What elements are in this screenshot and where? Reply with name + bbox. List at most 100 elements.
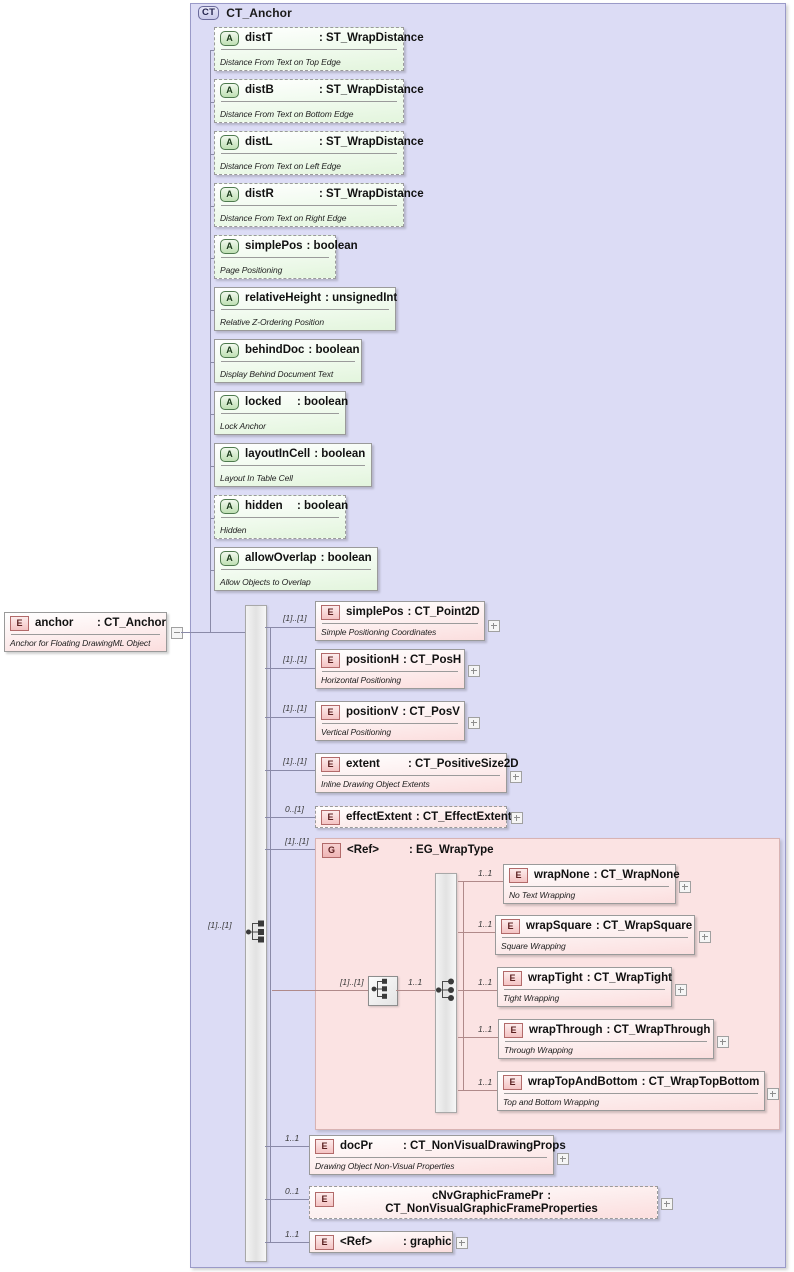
attr-name-simplePos: simplePos <box>245 240 303 252</box>
divider <box>505 1041 707 1042</box>
sequence-connector-icon[interactable] <box>246 919 268 947</box>
attribute-node-simplePos[interactable]: A simplePos : boolean Page Positioning <box>214 235 358 279</box>
attr-name-distT: distT <box>245 32 273 44</box>
element-name-docPr: docPr <box>340 1140 373 1152</box>
element-title-simplePos: E simplePos : CT_Point2D <box>316 602 484 622</box>
attribute-node-distL[interactable]: A distL : ST_WrapDistance Distance From … <box>214 131 424 175</box>
element-type-wrapTopAndBottom: : CT_WrapTopBottom <box>641 1076 760 1088</box>
element-node-positionV[interactable]: E positionV : CT_PosV Vertical Positioni… <box>315 701 465 741</box>
expand-toggle-extent[interactable] <box>510 771 522 783</box>
attr-title-relativeHeight: A relativeHeight : unsignedInt <box>215 288 398 308</box>
expand-toggle-wrapTopAndBottom[interactable] <box>767 1088 779 1100</box>
attr-desc-locked: Lock Anchor <box>220 421 266 431</box>
seq-line-1 <box>265 668 315 669</box>
element-node-simplePos[interactable]: E simplePos : CT_Point2D Simple Position… <box>315 601 485 641</box>
element-node-cNvGraphicFramePr[interactable]: E cNvGraphicFramePr: CT_NonVisualGraphic… <box>309 1186 658 1219</box>
attribute-node-behindDoc[interactable]: A behindDoc : boolean Display Behind Doc… <box>214 339 362 383</box>
cardinality-cNvGraphicFramePr: 0..1 <box>285 1186 300 1196</box>
attr-name-relativeHeight: relativeHeight <box>245 292 322 304</box>
attribute-spine <box>210 50 211 633</box>
element-name-positionH: positionH <box>346 654 400 666</box>
attr-type-distB: : ST_WrapDistance <box>319 84 424 96</box>
element-badge: E <box>315 1138 334 1154</box>
element-desc-docPr: Drawing Object Non-Visual Properties <box>315 1161 455 1171</box>
choice-line-3 <box>458 1037 503 1038</box>
element-type-positionV: : CT_PosV <box>402 706 460 718</box>
divider <box>11 634 160 635</box>
attr-desc-simplePos: Page Positioning <box>220 265 283 275</box>
attr-type-simplePos: : boolean <box>306 240 358 252</box>
element-title-extent: E extent : CT_PositiveSize2D <box>316 754 519 774</box>
element-node-effectExtent[interactable]: E effectExtent : CT_EffectExtent <box>315 806 512 828</box>
divider <box>322 723 458 724</box>
element-node-wrapTight[interactable]: E wrapTight : CT_WrapTight Tight Wrappin… <box>497 967 672 1007</box>
element-type-extent: : CT_PositiveSize2D <box>408 758 519 770</box>
element-name-wrapThrough: wrapThrough <box>529 1024 603 1036</box>
attribute-node-relativeHeight[interactable]: A relativeHeight : unsignedInt Relative … <box>214 287 398 331</box>
cardinality-wrapThrough: 1..1 <box>478 1024 493 1034</box>
element-node-wrapNone[interactable]: E wrapNone : CT_WrapNone No Text Wrappin… <box>503 864 680 904</box>
divider <box>221 49 397 50</box>
expand-toggle-positionH[interactable] <box>468 665 480 677</box>
element-node-wrapThrough[interactable]: E wrapThrough : CT_WrapThrough Through W… <box>498 1019 714 1059</box>
attribute-node-distB[interactable]: A distB : ST_WrapDistance Distance From … <box>214 79 424 123</box>
attribute-node-locked[interactable]: A locked : boolean Lock Anchor <box>214 391 348 435</box>
expand-toggle-cNvGraphicFramePr[interactable] <box>661 1198 673 1210</box>
expand-toggle-graphic[interactable] <box>456 1237 468 1249</box>
choice-child-spine <box>463 881 464 1090</box>
element-node-graphic[interactable]: E <Ref> : graphic <box>309 1231 453 1253</box>
element-type-effectExtent: : CT_EffectExtent <box>415 811 512 823</box>
attr-desc-distR: Distance From Text on Right Edge <box>220 213 347 223</box>
wrap-group-inner-line-right <box>396 990 435 991</box>
attribute-node-distR[interactable]: A distR : ST_WrapDistance Distance From … <box>214 183 424 227</box>
cardinality-graphic: 1..1 <box>285 1229 300 1239</box>
element-badge: E <box>315 1192 334 1207</box>
divider <box>221 257 329 258</box>
attr-desc-distT: Distance From Text on Top Edge <box>220 57 341 67</box>
ct-badge: CT <box>198 6 220 20</box>
element-node-wrapTopAndBottom[interactable]: E wrapTopAndBottom : CT_WrapTopBottom To… <box>497 1071 765 1111</box>
seq-line-2 <box>265 717 315 718</box>
attr-type-distL: : ST_WrapDistance <box>319 136 424 148</box>
attribute-node-distT[interactable]: A distT : ST_WrapDistance Distance From … <box>214 27 424 71</box>
expand-toggle-wrapSquare[interactable] <box>699 931 711 943</box>
attribute-node-allowOverlap[interactable]: A allowOverlap : boolean Allow Objects t… <box>214 547 378 591</box>
element-badge: E <box>321 809 340 825</box>
attribute-badge: A <box>220 446 239 462</box>
attribute-node-hidden[interactable]: A hidden : boolean Hidden <box>214 495 348 539</box>
element-title-wrapThrough: E wrapThrough : CT_WrapThrough <box>499 1020 713 1040</box>
element-title-wrapTopAndBottom: E wrapTopAndBottom : CT_WrapTopBottom <box>498 1072 764 1092</box>
element-title-wrapNone: E wrapNone : CT_WrapNone <box>504 865 680 885</box>
choice-connector-icon[interactable] <box>436 977 458 1004</box>
expand-toggle-positionV[interactable] <box>468 717 480 729</box>
divider <box>221 465 365 466</box>
element-node-wrapSquare[interactable]: E wrapSquare : CT_WrapSquare Square Wrap… <box>495 915 695 955</box>
expand-toggle-effectExtent[interactable] <box>511 812 523 824</box>
element-badge: E <box>503 970 522 986</box>
element-title-cNvGraphicFramePr: E cNvGraphicFramePr: CT_NonVisualGraphic… <box>310 1189 657 1216</box>
anchor-element-node[interactable]: E anchor : CT_Anchor Anchor for Floating… <box>4 612 167 652</box>
element-name-graphic: <Ref> <box>340 1236 372 1248</box>
choice-bar <box>435 873 457 1113</box>
inner-sequence-connector-box[interactable] <box>368 976 398 1006</box>
attr-name-distR: distR <box>245 188 274 200</box>
element-node-docPr[interactable]: E docPr : CT_NonVisualDrawingProps Drawi… <box>309 1135 566 1175</box>
attr-desc-behindDoc: Display Behind Document Text <box>220 369 334 379</box>
cardinality-wrapSquare: 1..1 <box>478 919 493 929</box>
expand-toggle-simplePos[interactable] <box>488 620 500 632</box>
element-type-cNvGraphicFramePr: : CT_NonVisualGraphicFrameProperties <box>385 1190 598 1215</box>
seq-line-4 <box>265 817 315 818</box>
attr-type-relativeHeight: : unsignedInt <box>325 292 398 304</box>
expand-toggle-wrapTight[interactable] <box>675 984 687 996</box>
element-node-positionH[interactable]: E positionH : CT_PosH Horizontal Positio… <box>315 649 465 689</box>
element-name-extent: extent <box>346 758 380 770</box>
element-title-docPr: E docPr : CT_NonVisualDrawingProps <box>310 1136 566 1156</box>
element-name-simplePos: simplePos <box>346 606 404 618</box>
expand-toggle-wrapNone[interactable] <box>679 881 691 893</box>
element-node-extent[interactable]: E extent : CT_PositiveSize2D Inline Draw… <box>315 753 519 793</box>
attribute-node-layoutInCell[interactable]: A layoutInCell : boolean Layout In Table… <box>214 443 372 487</box>
expand-toggle-docPr[interactable] <box>557 1153 569 1165</box>
expand-toggle-wrapThrough[interactable] <box>717 1036 729 1048</box>
anchor-collapse-toggle[interactable] <box>171 627 183 639</box>
